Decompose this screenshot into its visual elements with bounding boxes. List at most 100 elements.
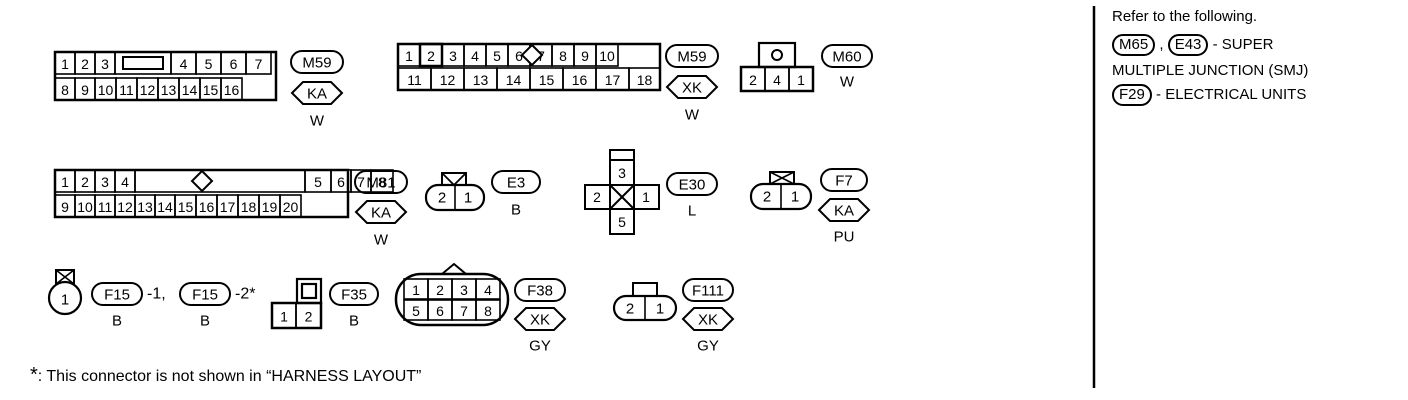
pin-number: 13	[473, 72, 489, 88]
pin-number: 8	[484, 303, 492, 319]
connector-type: KA	[371, 205, 391, 222]
pin-number: 2	[763, 189, 771, 206]
pin-number: 9	[81, 82, 89, 98]
pin-number: 2	[81, 56, 89, 72]
reference-line-3: F29 - ELECTRICAL UNITS	[1112, 84, 1306, 106]
connector-id: F15	[104, 287, 130, 304]
footnote: *: This connector is not shown in “HARNE…	[30, 364, 421, 387]
connector-suffix: -1,	[147, 286, 166, 303]
pin-number: 1	[797, 72, 805, 88]
pin-cell	[475, 299, 501, 321]
reference-separator: ,	[1159, 36, 1164, 53]
connector-type: KA	[307, 86, 327, 103]
wire-color: B	[112, 313, 122, 330]
pin-number: 5	[618, 214, 626, 230]
pin-number: 1	[61, 174, 69, 190]
connector-type-tag	[354, 200, 408, 224]
pin-number: 4	[484, 282, 492, 298]
pin-number: 2	[626, 301, 634, 318]
connector-outline	[53, 50, 278, 102]
wire-color: W	[840, 74, 855, 91]
connector-id-tag	[491, 170, 541, 194]
pin-number: 4	[121, 174, 129, 190]
connector-id-tag	[329, 282, 379, 306]
pin-number: 4	[773, 72, 781, 88]
reference-line-1: M65 , E43 - SUPER	[1112, 34, 1273, 56]
pin-number: 13	[137, 199, 153, 215]
connector-id-tag	[514, 278, 566, 302]
pin-number: 10	[98, 82, 114, 98]
connector-id: M59	[302, 55, 331, 72]
connector-outline	[739, 65, 815, 93]
pin-number: 16	[224, 82, 240, 98]
key-mark	[769, 171, 795, 185]
connector-id: F7	[835, 173, 853, 190]
key-square	[300, 282, 318, 300]
pin-number: 5	[205, 56, 213, 72]
pin-number: 1	[791, 189, 799, 206]
pin-number: 6	[230, 56, 238, 72]
key-circle	[771, 49, 783, 61]
pin-number: 12	[140, 82, 156, 98]
pin-number: 3	[101, 56, 109, 72]
connector-id: F111	[692, 283, 724, 300]
connector-id: E30	[679, 177, 706, 194]
reference-text-electrical-units: - ELECTRICAL UNITS	[1156, 86, 1307, 103]
pin-number: 1	[656, 301, 664, 318]
pin-number: 8	[378, 174, 386, 190]
wire-color: W	[374, 232, 389, 249]
pin-number: 1	[642, 189, 650, 205]
connector-type-tag	[817, 198, 871, 222]
connector-type-tag	[665, 75, 719, 99]
pin-number: 11	[407, 72, 422, 88]
pin-number: 14	[157, 199, 173, 215]
connector-id: M59	[677, 49, 706, 66]
pin-cell	[475, 278, 501, 300]
pin-number: 9	[581, 48, 589, 64]
pin-number: 1	[412, 282, 420, 298]
connector-id-tag	[354, 170, 408, 194]
connector-outline	[396, 42, 662, 92]
pin-number: 18	[241, 199, 257, 215]
reference-heading: Refer to the following.	[1112, 8, 1258, 25]
pin-number: 3	[101, 174, 109, 190]
key-diamond	[190, 169, 214, 193]
wire-color: GY	[697, 338, 719, 355]
pin-number: 2	[438, 190, 446, 207]
key-mark	[55, 269, 75, 285]
pin-number: 15	[178, 199, 194, 215]
pin-number: 19	[262, 199, 278, 215]
pin-number: 9	[61, 199, 69, 215]
pin-number: 16	[199, 199, 215, 215]
wire-color: L	[688, 203, 696, 220]
connector-outline	[47, 280, 83, 316]
connector-id-tag	[682, 278, 734, 302]
wire-color: W	[310, 113, 325, 130]
pin-number: 16	[572, 72, 588, 88]
wire-color: GY	[529, 338, 551, 355]
pin-cell	[633, 184, 660, 210]
pin-number: 12	[117, 199, 133, 215]
reference-line-2: MULTIPLE JUNCTION (SMJ)	[1112, 62, 1309, 79]
pin-number: 15	[539, 72, 555, 88]
wire-color: B	[200, 313, 210, 330]
pin-number: 5	[412, 303, 420, 319]
pin-number: 15	[203, 82, 219, 98]
footnote-text: : This connector is not shown in “HARNES…	[37, 368, 422, 385]
connector-id-tag	[665, 44, 719, 68]
key-diamond	[520, 43, 544, 67]
pin-number: 7	[255, 56, 263, 72]
pin-number: 1	[61, 292, 69, 309]
pin-number: 17	[220, 199, 236, 215]
connector-type: XK	[682, 80, 702, 97]
connector-id-tag	[290, 50, 344, 74]
connector-type: KA	[834, 203, 854, 220]
